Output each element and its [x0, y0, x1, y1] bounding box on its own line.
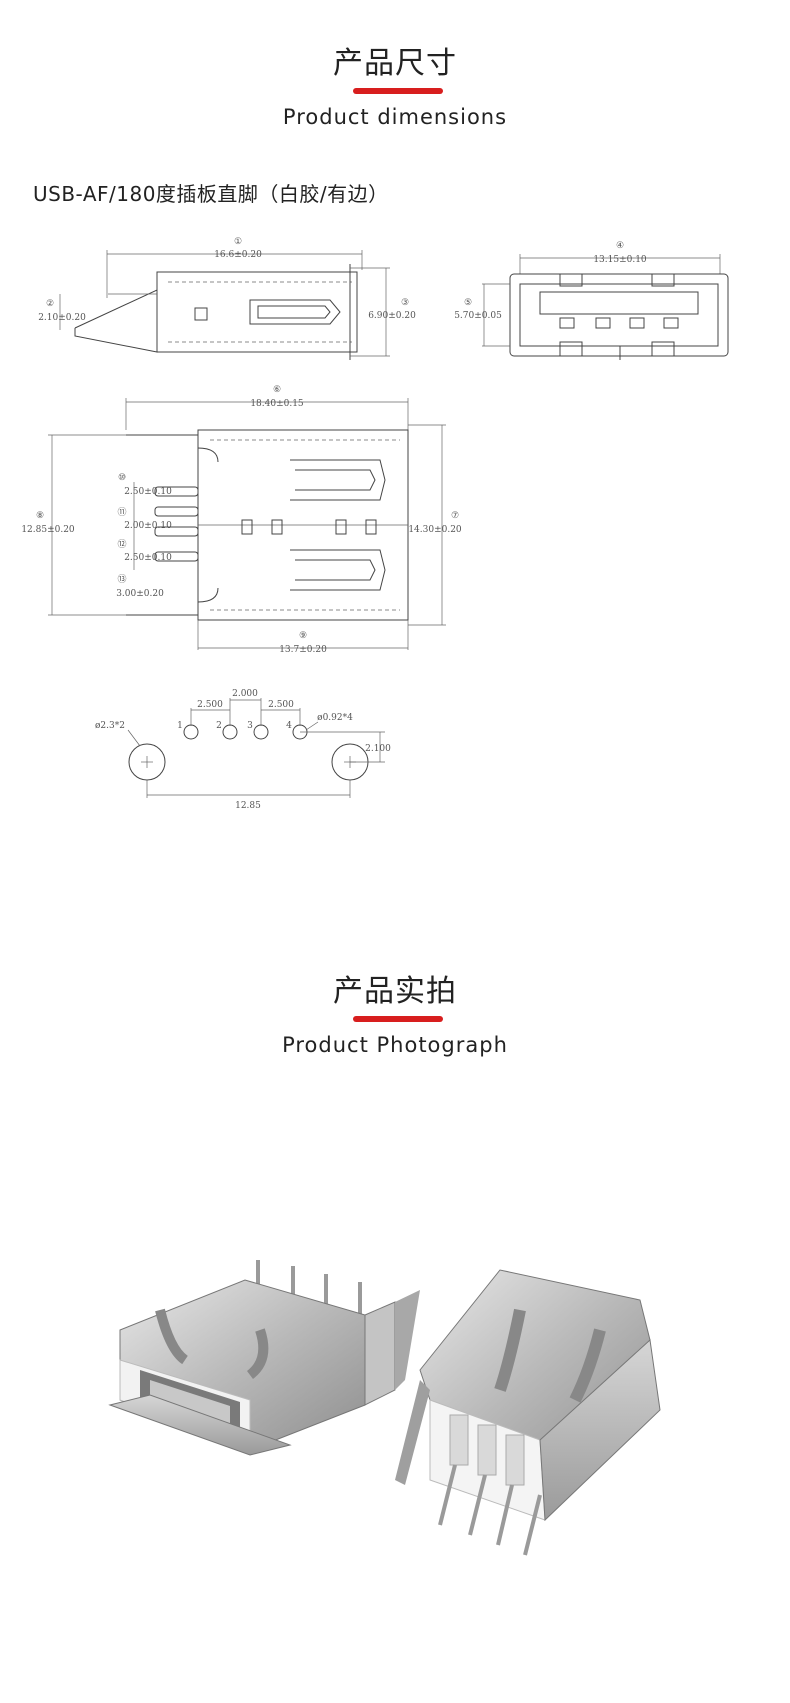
connector-right [395, 1269, 661, 1556]
pin-4-label: 4 [286, 721, 292, 731]
callout-13: ⑬ [117, 574, 126, 585]
title-underline-2 [353, 1016, 443, 1022]
dim-7: 14.30±0.20 [408, 525, 462, 535]
pin-3-label: 3 [247, 721, 253, 731]
callout-10: ⑩ [118, 473, 126, 483]
product-photo [108, 1260, 661, 1556]
dim-4: 13.15±0.10 [593, 255, 647, 265]
side-view: ① 16.6±0.20 ③ 6.90±0.20 ② 2.10±0.20 [38, 237, 416, 360]
pitch-c: 2.500 [268, 700, 294, 710]
top-view: ⑥ 18.40±0.15 ⑦ 14.30±0.20 ⑧ 12.85±0.20 [21, 385, 462, 655]
dim-8: 12.85±0.20 [21, 525, 75, 535]
front-view: ④ 13.15±0.10 ⑤ 5.70±0.05 [454, 241, 729, 360]
pcb-footprint: 1 2 3 4 2.500 2.000 2.500 ø2.3*2 ø0.92*4… [95, 689, 391, 811]
dim-11: 2.00±0.10 [124, 521, 172, 531]
title-underline [353, 88, 443, 94]
section-subtitle-dimensions: Product dimensions [282, 105, 508, 129]
dim-5: 5.70±0.05 [454, 311, 502, 321]
callout-5: ⑤ [464, 298, 472, 308]
callout-4: ④ [616, 241, 624, 251]
section-title-photograph: 产品实拍 [333, 974, 457, 1009]
dim-9: 13.7±0.20 [279, 645, 327, 655]
callout-9: ⑨ [299, 631, 307, 641]
dim-10: 2.50±0.10 [124, 487, 172, 497]
dim-3: 6.90±0.20 [368, 311, 416, 321]
hole-large-label: ø2.3*2 [95, 721, 125, 731]
pitch-b: 2.000 [232, 689, 258, 699]
callout-2: ② [46, 299, 54, 309]
pin-2-label: 2 [216, 721, 222, 731]
section-title-dimensions: 产品尺寸 [333, 46, 457, 81]
pitch-a: 2.500 [197, 700, 223, 710]
connector-left [108, 1260, 420, 1456]
section-subtitle-photograph: Product Photograph [282, 1033, 508, 1057]
offset-label: 2.100 [365, 744, 391, 754]
dimension-drawing: ① 16.6±0.20 ③ 6.90±0.20 ② 2.10±0.20 ④ 13… [21, 237, 729, 811]
hole-small-label: ø0.92*4 [317, 713, 353, 723]
callout-6: ⑥ [273, 385, 281, 395]
dim-1: 16.6±0.20 [214, 250, 262, 260]
dim-2: 2.10±0.20 [38, 313, 86, 323]
pin-1-label: 1 [177, 721, 183, 731]
dim-13: 3.00±0.20 [116, 589, 164, 599]
callout-3: ③ [401, 298, 409, 308]
callout-8: ⑧ [36, 511, 44, 521]
callout-7: ⑦ [451, 511, 459, 521]
callout-1: ① [234, 237, 242, 247]
model-label: USB-AF/180度插板直脚（白胶/有边） [33, 182, 389, 206]
callout-12: ⑫ [117, 539, 126, 550]
callout-11: ⑪ [117, 507, 126, 518]
span-label: 12.85 [235, 801, 261, 811]
dim-6: 18.40±0.15 [250, 399, 304, 409]
dim-12: 2.50±0.10 [124, 553, 172, 563]
